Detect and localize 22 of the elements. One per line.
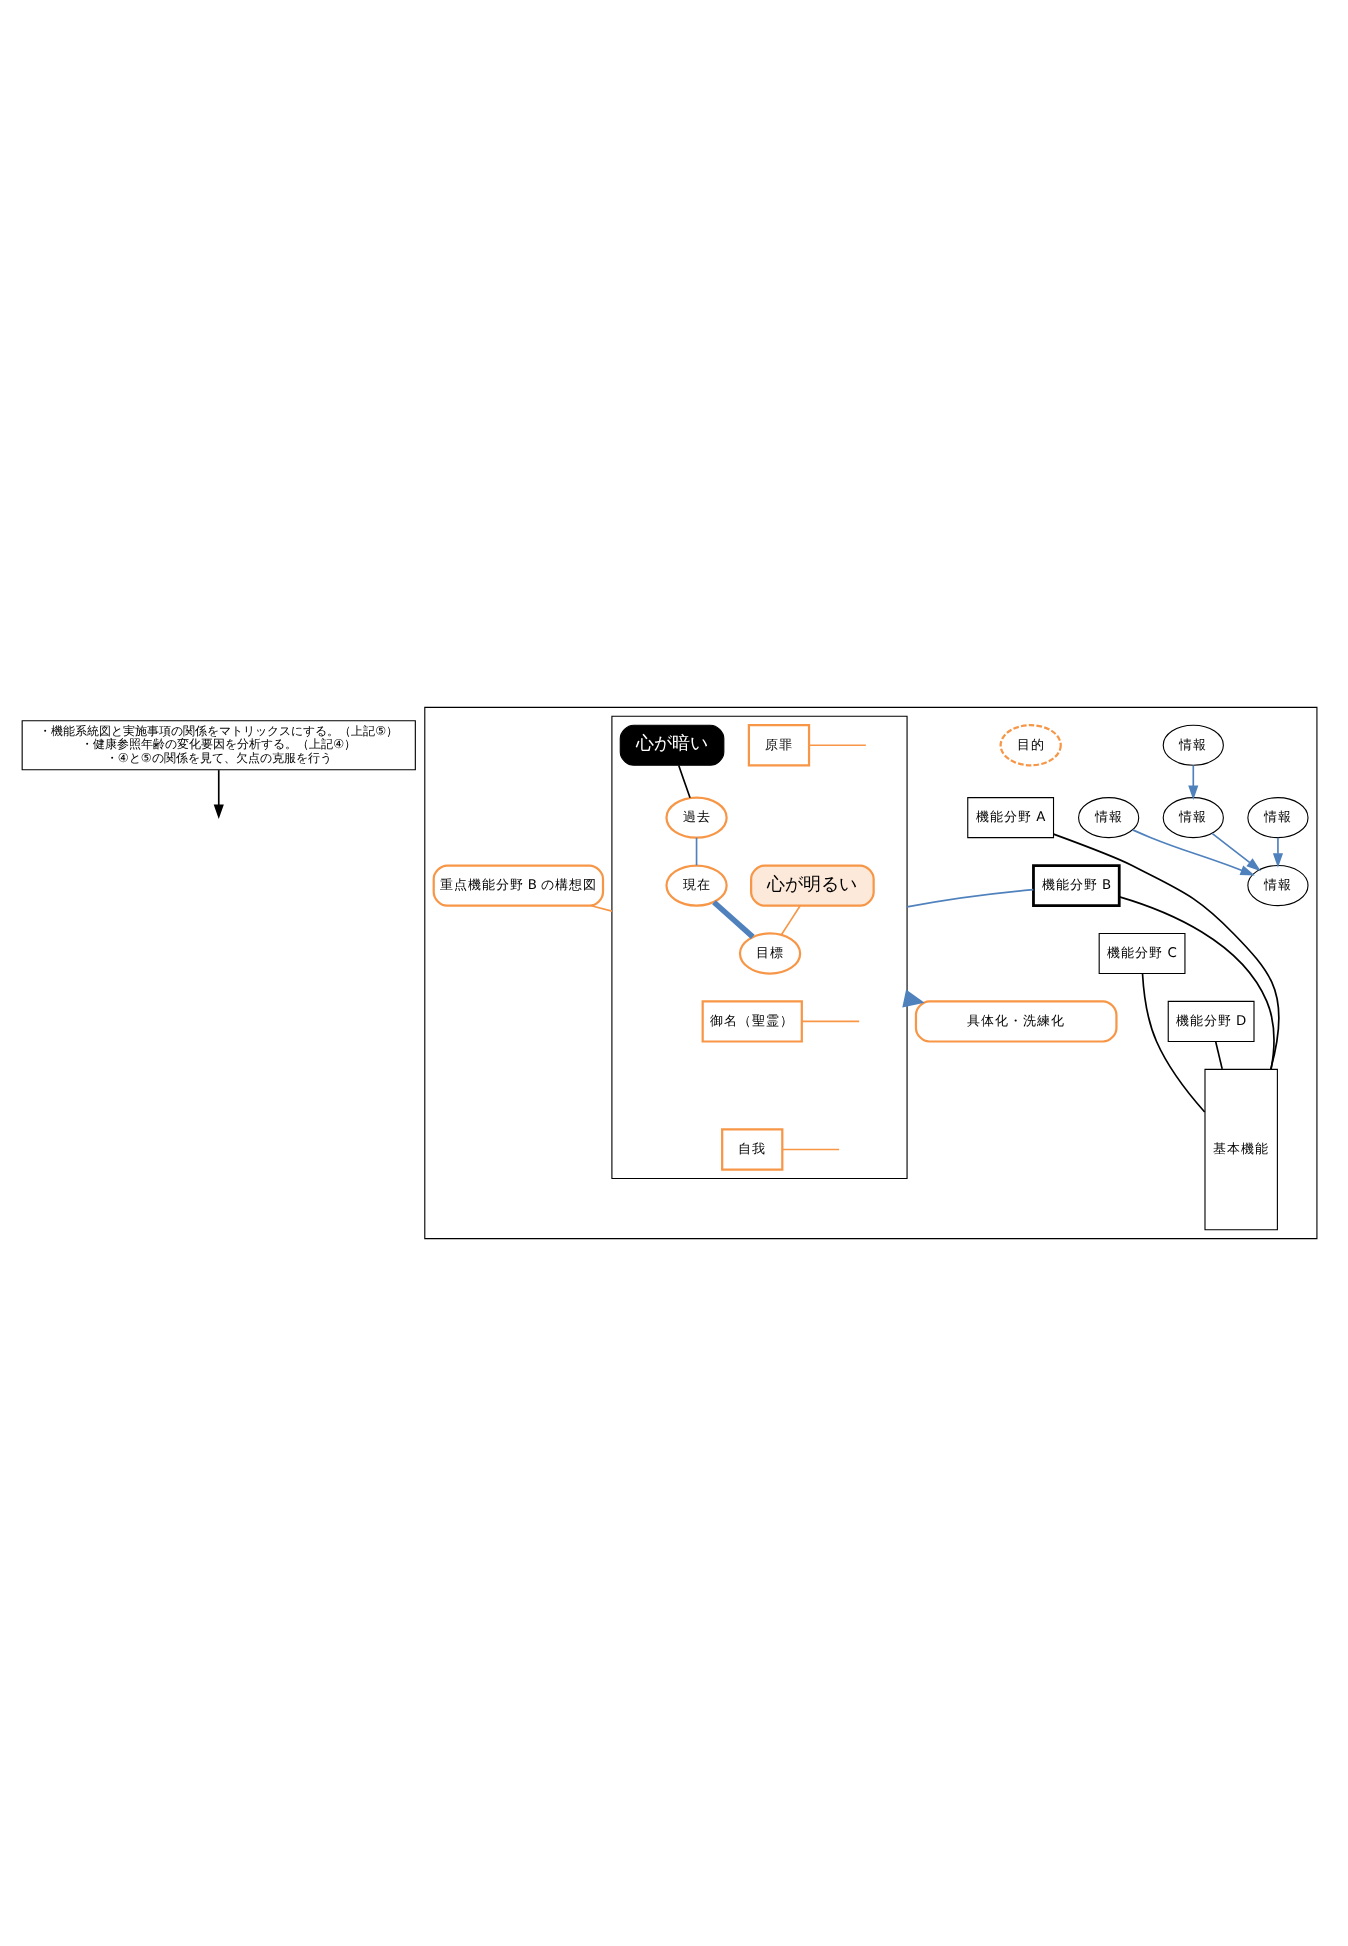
connector (780, 904, 801, 936)
arrow (1131, 829, 1255, 876)
connector (712, 900, 755, 939)
connector (801, 1020, 860, 1023)
connector (1118, 896, 1275, 1070)
cluster (611, 715, 908, 1180)
connector (1052, 833, 1280, 1070)
node-box: 心が暗い (619, 724, 725, 766)
connector (695, 836, 698, 867)
connector (677, 764, 691, 799)
connector (781, 1148, 840, 1151)
cluster (424, 706, 1318, 1240)
arrow (1211, 832, 1261, 872)
node-box: 心が明るい (750, 864, 875, 907)
connector (590, 904, 613, 912)
arrow (213, 769, 224, 820)
connector (808, 744, 867, 747)
arrow (1188, 764, 1199, 800)
connector (906, 888, 1035, 908)
connector (1141, 972, 1206, 1113)
connector (1214, 1040, 1223, 1070)
arrow (1272, 836, 1283, 868)
